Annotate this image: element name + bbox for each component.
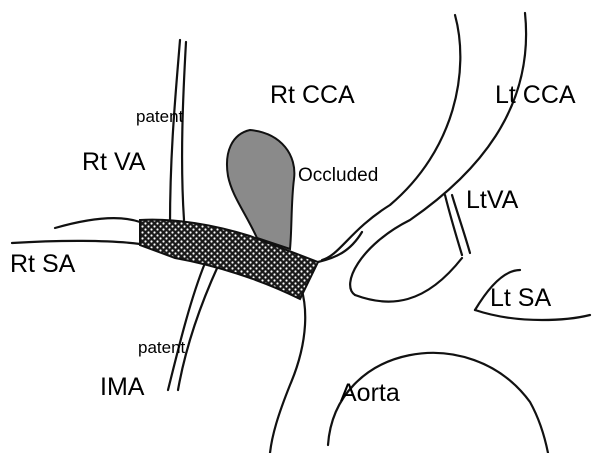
lt-va-label: LtVA	[466, 188, 518, 213]
rt-sa-upper-wall	[55, 218, 140, 228]
rt-sa-label: Rt SA	[10, 252, 75, 277]
aortic-arch-upper-wall	[355, 258, 462, 302]
rt-va-label: Rt VA	[82, 150, 145, 175]
patent-upper-label: patent	[136, 108, 183, 125]
rt-va-right-wall	[182, 42, 186, 220]
lt-sa-label: Lt SA	[490, 286, 551, 311]
ima-label: IMA	[100, 375, 144, 400]
lt-va-left-wall	[445, 195, 462, 255]
rt-sa-lower-wall	[12, 241, 140, 244]
ima-left-wall	[168, 263, 205, 390]
occluded-label: Occluded	[298, 166, 378, 185]
lt-cca-label: Lt CCA	[495, 83, 576, 108]
rt-cca-label: Rt CCA	[270, 83, 355, 108]
rt-va-left-wall	[170, 40, 180, 225]
lt-cca-right-wall	[350, 13, 526, 295]
aorta-label: Aorta	[340, 381, 400, 406]
lt-cca-left-wall	[322, 15, 460, 260]
patent-lower-label: patent	[138, 339, 185, 356]
